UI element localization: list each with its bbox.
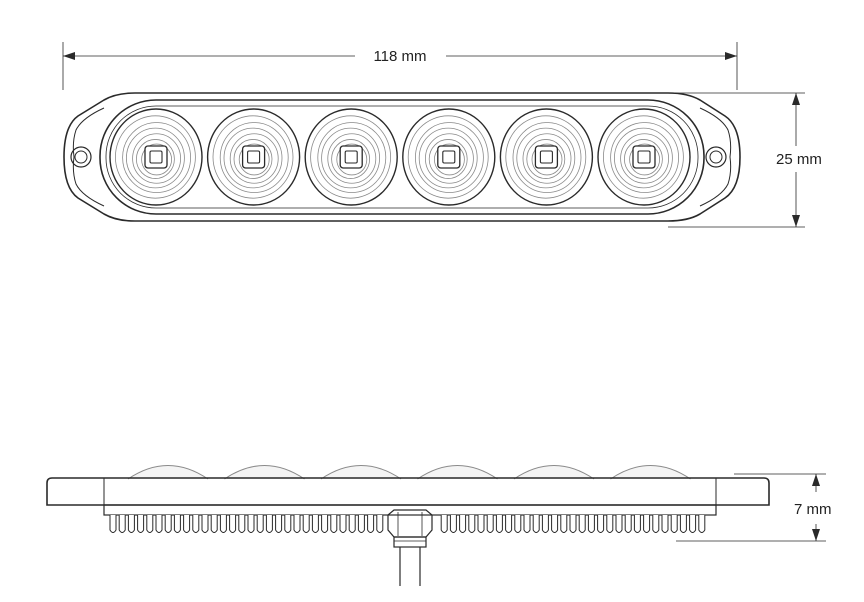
fin bbox=[219, 515, 227, 533]
fin bbox=[523, 515, 531, 533]
fin bbox=[449, 515, 457, 533]
dome-4 bbox=[417, 465, 498, 480]
fin bbox=[661, 515, 669, 533]
fin bbox=[670, 515, 678, 533]
power-cable bbox=[399, 547, 421, 586]
top-view bbox=[63, 92, 741, 222]
fin bbox=[164, 515, 172, 533]
lens-1 bbox=[109, 108, 203, 206]
cable-gland bbox=[387, 509, 433, 548]
fin bbox=[698, 515, 706, 533]
fin bbox=[127, 515, 135, 533]
fin bbox=[679, 515, 687, 533]
dome-1 bbox=[127, 465, 209, 480]
fin bbox=[569, 515, 577, 533]
fin bbox=[578, 515, 586, 533]
fin bbox=[311, 515, 319, 533]
fin bbox=[551, 515, 559, 533]
fin bbox=[532, 515, 540, 533]
width-label: 25 mm bbox=[776, 151, 822, 168]
lens-panel-inner bbox=[105, 105, 699, 209]
length-dimension: 118 mm bbox=[62, 42, 738, 90]
lens-group bbox=[109, 108, 691, 206]
heatsink-body bbox=[103, 504, 717, 516]
lens-panel bbox=[99, 99, 705, 215]
height-dimension: 7 mm bbox=[676, 473, 832, 542]
fin bbox=[348, 515, 356, 533]
dome-3 bbox=[320, 465, 402, 480]
fin bbox=[238, 515, 246, 533]
fin bbox=[201, 515, 209, 533]
dome-6 bbox=[610, 465, 691, 480]
fin bbox=[652, 515, 660, 533]
fin bbox=[284, 515, 292, 533]
fin bbox=[505, 515, 513, 533]
fin bbox=[183, 515, 191, 533]
fin bbox=[357, 515, 365, 533]
lens-3 bbox=[304, 108, 398, 206]
heatsink-fins bbox=[109, 515, 706, 533]
width-dimension: 25 mm bbox=[668, 92, 822, 228]
lens-6 bbox=[597, 108, 691, 206]
length-label: 118 mm bbox=[373, 48, 426, 65]
base-flange bbox=[46, 477, 770, 506]
fin bbox=[440, 515, 448, 533]
dome-2 bbox=[224, 465, 305, 480]
fin bbox=[155, 515, 163, 533]
fin bbox=[624, 515, 632, 533]
fin bbox=[293, 515, 301, 533]
fin bbox=[146, 515, 154, 533]
fin bbox=[367, 515, 375, 533]
fin bbox=[495, 515, 503, 533]
fin bbox=[173, 515, 181, 533]
fin bbox=[275, 515, 283, 533]
fin bbox=[247, 515, 255, 533]
fin bbox=[265, 515, 273, 533]
fin bbox=[339, 515, 347, 533]
lens-5 bbox=[499, 108, 594, 206]
fin bbox=[330, 515, 338, 533]
fin bbox=[302, 515, 310, 533]
housing-outline bbox=[63, 92, 741, 222]
fin bbox=[477, 515, 485, 533]
lens-2 bbox=[206, 108, 301, 206]
fin bbox=[459, 515, 467, 533]
left-ear-contour bbox=[72, 107, 105, 207]
fin bbox=[192, 515, 200, 533]
fin bbox=[118, 515, 126, 533]
fin bbox=[560, 515, 568, 533]
right-mounting-hole bbox=[705, 146, 727, 168]
fin bbox=[210, 515, 218, 533]
fin bbox=[514, 515, 522, 533]
fin bbox=[689, 515, 697, 533]
fin bbox=[256, 515, 264, 533]
dome-group bbox=[127, 465, 691, 480]
left-mounting-hole bbox=[70, 146, 92, 168]
fin bbox=[229, 515, 237, 533]
dome-5 bbox=[513, 465, 595, 480]
fin bbox=[137, 515, 145, 533]
right-ear-contour bbox=[699, 107, 732, 207]
fin bbox=[321, 515, 329, 533]
fin bbox=[597, 515, 605, 533]
lens-4 bbox=[402, 108, 496, 206]
fin bbox=[109, 515, 117, 533]
fin bbox=[606, 515, 614, 533]
side-view bbox=[46, 465, 770, 586]
fin bbox=[468, 515, 476, 533]
fin bbox=[633, 515, 641, 533]
fin bbox=[376, 515, 384, 533]
fin bbox=[541, 515, 549, 533]
fin bbox=[587, 515, 595, 533]
fin bbox=[486, 515, 494, 533]
fin bbox=[643, 515, 651, 533]
fin bbox=[615, 515, 623, 533]
height-label: 7 mm bbox=[794, 501, 832, 518]
